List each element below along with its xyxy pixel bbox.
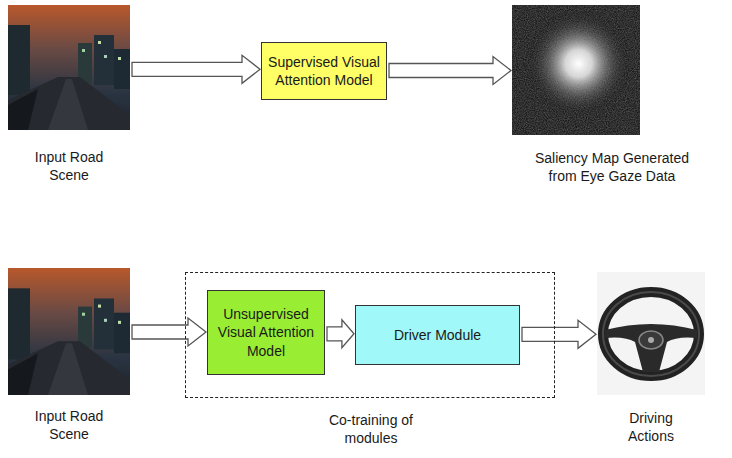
block-arrow bbox=[327, 320, 354, 348]
image-node: Driving Actions bbox=[597, 272, 705, 395]
block-arrow bbox=[389, 57, 511, 85]
group-box: Co-training of modulesUnsupervised Visua… bbox=[185, 272, 555, 398]
caption-label: Saliency Map Generated from Eye Gaze Dat… bbox=[523, 149, 701, 185]
block-arrow bbox=[132, 318, 206, 346]
steering-wheel-image bbox=[597, 272, 705, 395]
image-node: Input Road Scene bbox=[8, 5, 130, 130]
box-label: Supervised Visual Attention Model bbox=[268, 53, 380, 89]
process-box: Unsupervised Visual Attention Model bbox=[207, 290, 325, 375]
road-scene-image bbox=[8, 268, 130, 395]
box-label: Unsupervised Visual Attention Model bbox=[214, 305, 318, 360]
caption-label: Input Road Scene bbox=[19, 407, 119, 443]
saliency-map-image bbox=[512, 5, 640, 135]
image-node: Saliency Map Generated from Eye Gaze Dat… bbox=[512, 5, 640, 135]
caption-label: Input Road Scene bbox=[19, 148, 119, 184]
process-box: Supervised Visual Attention Model bbox=[261, 42, 387, 100]
block-arrow bbox=[522, 320, 596, 348]
box-label: Driver Module bbox=[394, 326, 481, 344]
road-scene-image bbox=[8, 5, 130, 130]
caption-label: Driving Actions bbox=[606, 409, 696, 445]
image-node: Input Road Scene bbox=[8, 268, 130, 395]
caption-label: Co-training of modules bbox=[311, 411, 431, 447]
process-box: Driver Module bbox=[355, 305, 520, 365]
block-arrow bbox=[132, 55, 260, 83]
